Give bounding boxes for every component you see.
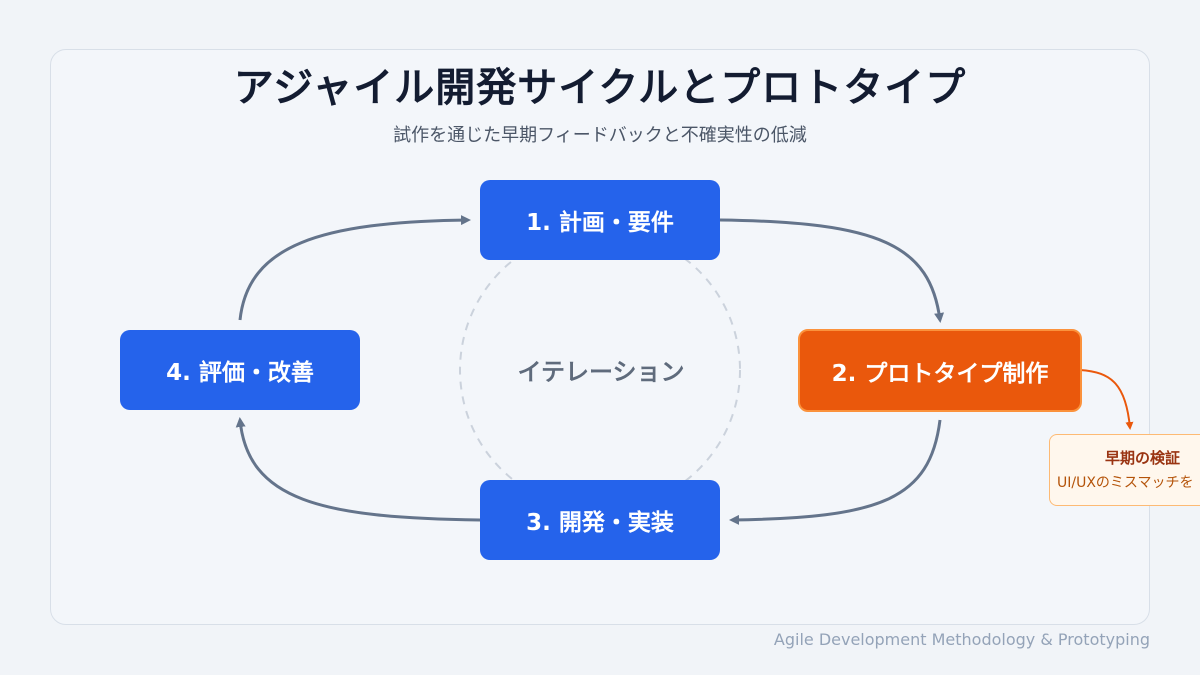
early-validation-callout: 早期の検証 UI/UXのミスマッチを [1049, 434, 1200, 506]
step-prototype-building: 2. プロトタイプ制作 [798, 329, 1082, 412]
iteration-dashed-circle [459, 229, 741, 511]
page-title: アジャイル開発サイクルとプロトタイプ [233, 65, 967, 111]
step-label: 4. 評価・改善 [166, 360, 314, 386]
step-label: 1. 計画・要件 [526, 210, 674, 236]
arrow-step3-to-step4 [235, 417, 481, 522]
step-development-implementation: 3. 開発・実装 [480, 480, 720, 560]
step-plan-requirements: 1. 計画・要件 [480, 180, 720, 260]
step-evaluation-improvement: 4. 評価・改善 [120, 330, 360, 410]
callout-title: 早期の検証 [1105, 449, 1181, 467]
page-subtitle: 試作を通じた早期フィードバックと不確実性の低減 [393, 125, 807, 146]
callout-text: UI/UXのミスマッチを [1057, 475, 1194, 491]
arrow-step4-to-step1 [238, 215, 471, 321]
step-label: 2. プロトタイプ制作 [831, 360, 1049, 387]
iteration-label: イテレーション [517, 358, 685, 386]
step-label: 3. 開発・実装 [526, 510, 674, 536]
arrow-step2-to-step3 [729, 419, 942, 525]
footer-caption: Agile Development Methodology & Prototyp… [773, 630, 1150, 649]
arrow-prototype-to-callout [1079, 369, 1134, 430]
arrow-step1-to-step2 [719, 218, 945, 323]
